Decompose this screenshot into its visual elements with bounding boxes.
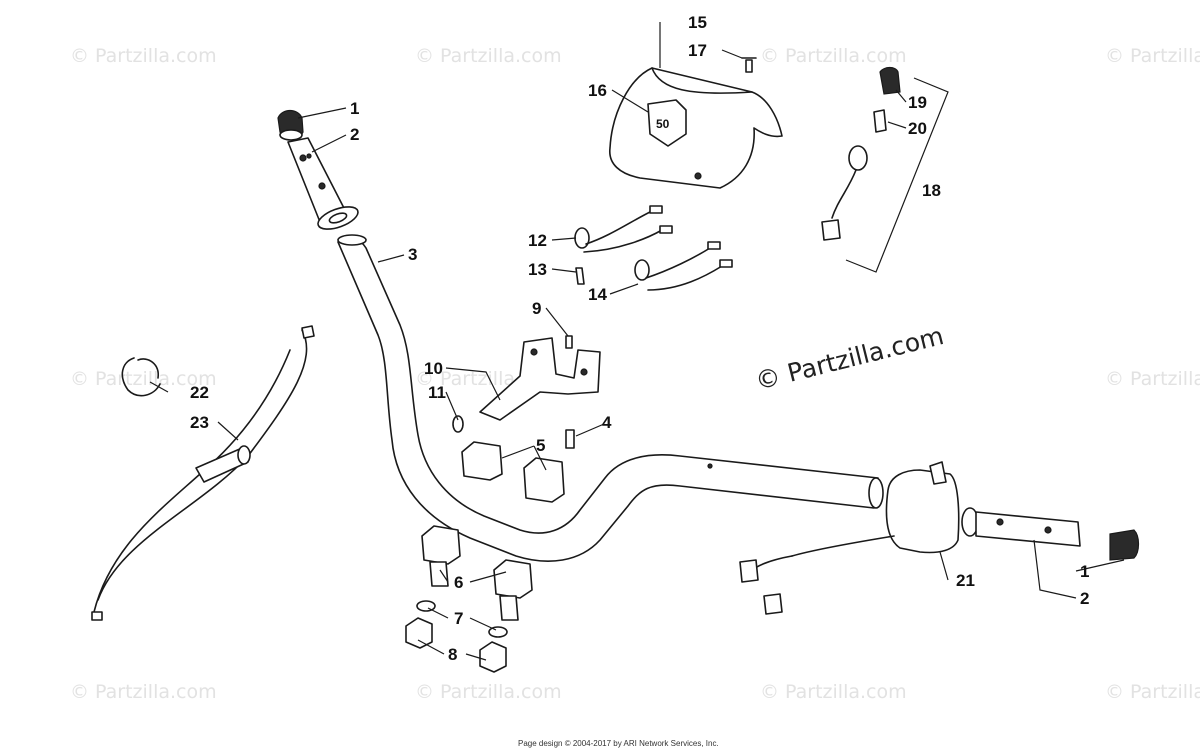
callout-22: 22 [190,383,209,402]
callout-1-right: 1 [1080,562,1089,581]
callout-17: 17 [688,41,707,60]
handlebar-clamps [461,429,575,503]
footer-credit: Page design © 2004-2017 by ARI Network S… [518,739,719,748]
switch-wires [574,205,733,291]
watermark: © Partzilla.com [70,368,217,390]
risers-part [405,525,533,673]
callout-5: 5 [536,436,545,455]
callout-3: 3 [408,245,417,264]
callout-7: 7 [454,609,463,628]
callout-1: 1 [350,99,359,118]
callout-2: 2 [350,125,359,144]
ignition-switch-assembly [821,66,949,273]
hood-badge: 50 [656,117,670,131]
callout-15: 15 [688,13,707,32]
watermark: © Partzilla.com [415,681,562,703]
callout-13: 13 [528,260,547,279]
left-grip-assembly [277,109,359,230]
callout-14: 14 [588,285,607,304]
throttle-cable-part [91,325,315,621]
watermark: © Partzilla.com [1105,368,1200,390]
right-switch-grip-assembly [739,461,1140,615]
callout-4: 4 [602,413,612,432]
callout-12: 12 [528,231,547,250]
watermarks: © Partzilla.com © Partzilla.com © Partzi… [70,45,1200,703]
callout-19: 19 [908,93,927,112]
callout-2-right: 2 [1080,589,1089,608]
callout-20: 20 [908,119,927,138]
callouts: 1 2 3 4 5 6 7 8 9 10 11 12 13 14 15 16 1… [190,13,1089,664]
watermark: © Partzilla.com [70,45,217,67]
watermark: © Partzilla.com [760,45,907,67]
watermark: © Partzilla.com [70,681,217,703]
watermark: © Partzilla.com [1105,681,1200,703]
bracket-part [452,335,601,433]
leader-lines [149,22,1125,661]
callout-10: 10 [424,359,443,378]
callout-21: 21 [956,571,975,590]
callout-23: 23 [190,413,209,432]
main-watermark: © Partzilla.com [752,321,946,396]
callout-6: 6 [454,573,463,592]
callout-8: 8 [448,645,457,664]
watermark: © Partzilla.com [1105,45,1200,67]
callout-18: 18 [922,181,941,200]
watermark: © Partzilla.com [415,45,562,67]
watermark: © Partzilla.com [760,681,907,703]
callout-16: 16 [588,81,607,100]
hood-part: 50 [609,57,783,189]
callout-9: 9 [532,299,541,318]
callout-11: 11 [428,383,446,402]
handlebar-part [337,234,884,562]
